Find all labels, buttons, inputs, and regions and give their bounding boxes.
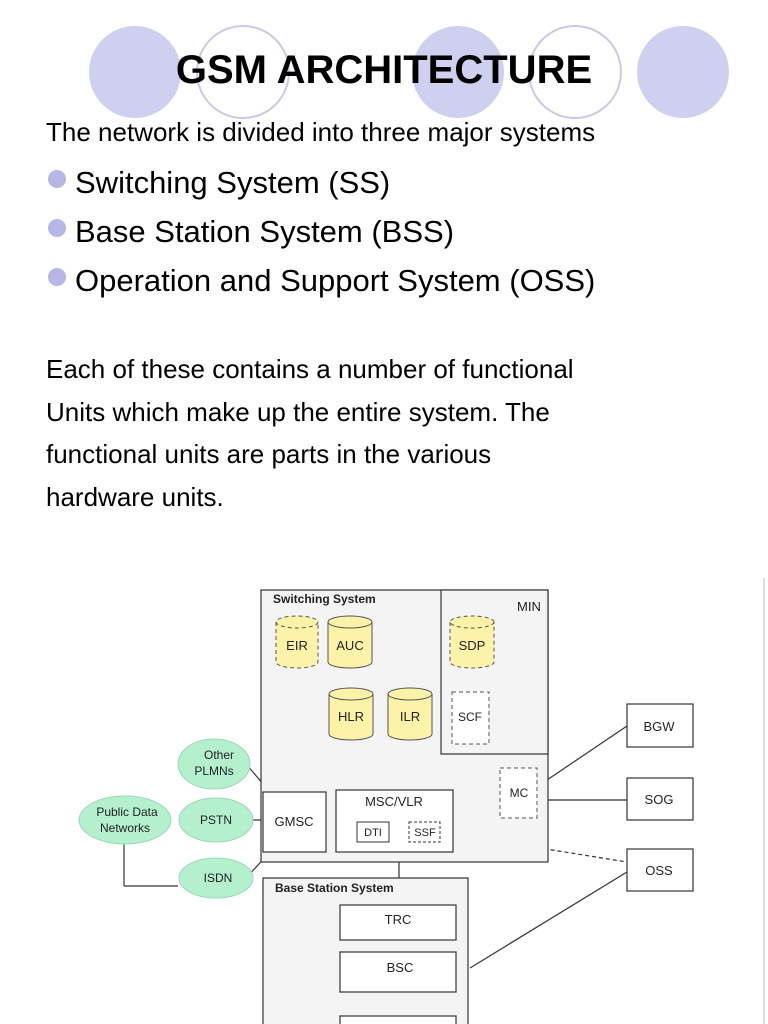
bsc-label: BSC <box>387 960 414 975</box>
bgw-box <box>626 703 694 748</box>
scf-box <box>451 691 490 745</box>
trc-box <box>339 904 457 941</box>
list-item: Base Station System (BSS) <box>48 207 595 256</box>
scf-label: SCF <box>458 710 482 724</box>
other-plmns-label-line2: PLMNs <box>194 764 233 778</box>
oss-label: OSS <box>645 863 673 878</box>
other-plmns-label-line1: Other <box>204 748 234 762</box>
list-item-text: Operation and Support System (OSS) <box>75 262 596 298</box>
auc-label: AUC <box>336 638 363 653</box>
isdn-network <box>178 857 254 899</box>
body-line: functional units are parts in the variou… <box>46 439 492 469</box>
bullet-icon <box>48 218 66 237</box>
trc-label: TRC <box>385 912 412 927</box>
body-line: Each of these contains a number of funct… <box>46 354 574 384</box>
ssf-label: SSF <box>414 827 436 839</box>
gmsc-label: GMSC <box>275 814 314 829</box>
msc-vlr-label: MSC/VLR <box>365 794 423 809</box>
auc-database-icon: AUC <box>327 615 373 669</box>
dti-label: DTI <box>364 827 382 839</box>
bullet-icon <box>48 169 66 188</box>
decorative-circles <box>89 25 729 119</box>
public-data-networks-network <box>78 795 172 845</box>
oss-box <box>626 848 694 892</box>
hlr-database-icon: HLR <box>328 687 374 741</box>
deco-circle-5 <box>637 26 729 118</box>
list-item: Operation and Support System (OSS) <box>48 256 595 305</box>
list-item-text: Base Station System (BSS) <box>75 213 455 249</box>
body-line: Units which make up the entire system. T… <box>46 396 550 427</box>
gsm-architecture-diagram: Switching System MIN EIR AUC SDP HLR ILR… <box>78 578 765 1024</box>
hlr-label: HLR <box>338 709 364 724</box>
base-station-system-box <box>262 877 469 1024</box>
pstn-label: PSTN <box>200 813 232 827</box>
public-data-label-line1: Public Data <box>96 805 158 819</box>
base-station-system-label: Base Station System <box>275 881 394 895</box>
deco-circle-1 <box>89 26 181 118</box>
switching-system-label: Switching System <box>273 592 376 606</box>
deco-circle-4 <box>528 25 622 119</box>
sog-label: SOG <box>645 792 674 807</box>
body-paragraph: Each of these contains a number of funct… <box>46 348 726 518</box>
list-item: Switching System (SS) <box>48 158 595 207</box>
deco-circle-2 <box>196 25 290 119</box>
ilr-database-icon: ILR <box>387 687 433 741</box>
slide-title: GSM ARCHITECTURE <box>175 48 593 92</box>
bullet-icon <box>48 267 66 286</box>
mc-box <box>499 767 538 819</box>
bgw-label: BGW <box>643 719 675 734</box>
sdp-database-icon: SDP <box>449 615 495 669</box>
pstn-network <box>178 797 254 843</box>
systems-list: Switching System (SS) Base Station Syste… <box>48 158 595 305</box>
mc-label: MC <box>510 786 529 800</box>
list-item-text: Switching System (SS) <box>75 164 391 200</box>
sdp-label: SDP <box>459 638 486 653</box>
min-label: MIN <box>517 599 541 614</box>
eir-label: EIR <box>286 638 308 653</box>
eir-database-icon: EIR <box>275 615 319 669</box>
ilr-label: ILR <box>400 709 420 724</box>
intro-text: The network is divided into three major … <box>46 117 596 147</box>
public-data-label-line2: Networks <box>100 821 150 835</box>
bts-box-partial <box>339 1015 457 1024</box>
body-line: hardware units. <box>46 481 224 512</box>
bsc-box <box>339 951 457 993</box>
isdn-label: ISDN <box>204 871 233 885</box>
gmsc-box <box>262 791 327 853</box>
deco-circle-3 <box>412 26 504 118</box>
dti-box <box>356 821 390 843</box>
sog-box <box>626 777 694 821</box>
other-plmns-network <box>177 738 251 790</box>
ssf-box <box>408 821 441 843</box>
